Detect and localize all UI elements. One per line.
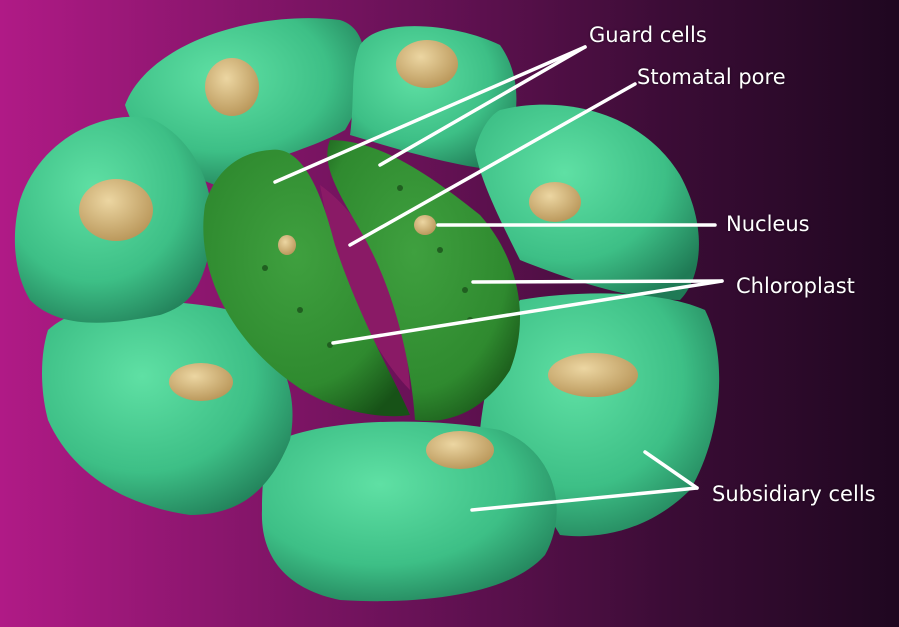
subsidiary-cells-label: Subsidiary cells [712, 482, 876, 506]
subsidiary-nuclei [79, 40, 638, 469]
subsidiary-cells [14, 18, 720, 602]
chloroplast [297, 307, 303, 313]
nucleus [278, 235, 296, 255]
nucleus [414, 215, 436, 235]
guard-cell-organelles [262, 185, 473, 348]
nucleus [79, 179, 153, 241]
chloroplast [397, 185, 403, 191]
nucleus [426, 431, 494, 469]
subsidiary-cell [261, 421, 557, 602]
nucleus-label: Nucleus [726, 212, 810, 236]
subsidiary-cell [350, 26, 517, 171]
chloroplast-label: Chloroplast [736, 274, 855, 298]
guard-cells-label: Guard cells [589, 23, 707, 47]
chloroplast-pointer [471, 279, 724, 284]
stomatal-pore [320, 185, 410, 390]
stomatal-pore-pointer [348, 82, 637, 247]
nucleus [205, 58, 259, 116]
chloroplast [262, 265, 268, 271]
subsidiary-cells-pointer [470, 486, 699, 512]
guard-cell-right [327, 140, 520, 421]
nucleus [548, 353, 638, 397]
nucleus [529, 182, 581, 222]
nucleus [396, 40, 458, 88]
subsidiary-cell [42, 301, 293, 515]
nucleus [169, 363, 233, 401]
pointer-lines [273, 45, 724, 512]
chloroplast-pointer [331, 279, 724, 345]
guard-cells-pointer [273, 45, 587, 184]
stomatal-pore-label: Stomatal pore [637, 65, 786, 89]
guard-cell-left [203, 149, 410, 417]
chloroplast [462, 287, 468, 293]
guard-cells [203, 140, 520, 421]
guard-cells-pointer [378, 45, 587, 167]
chloroplast [437, 247, 443, 253]
subsidiary-cell [475, 104, 699, 300]
subsidiary-cells-pointer [643, 450, 699, 490]
